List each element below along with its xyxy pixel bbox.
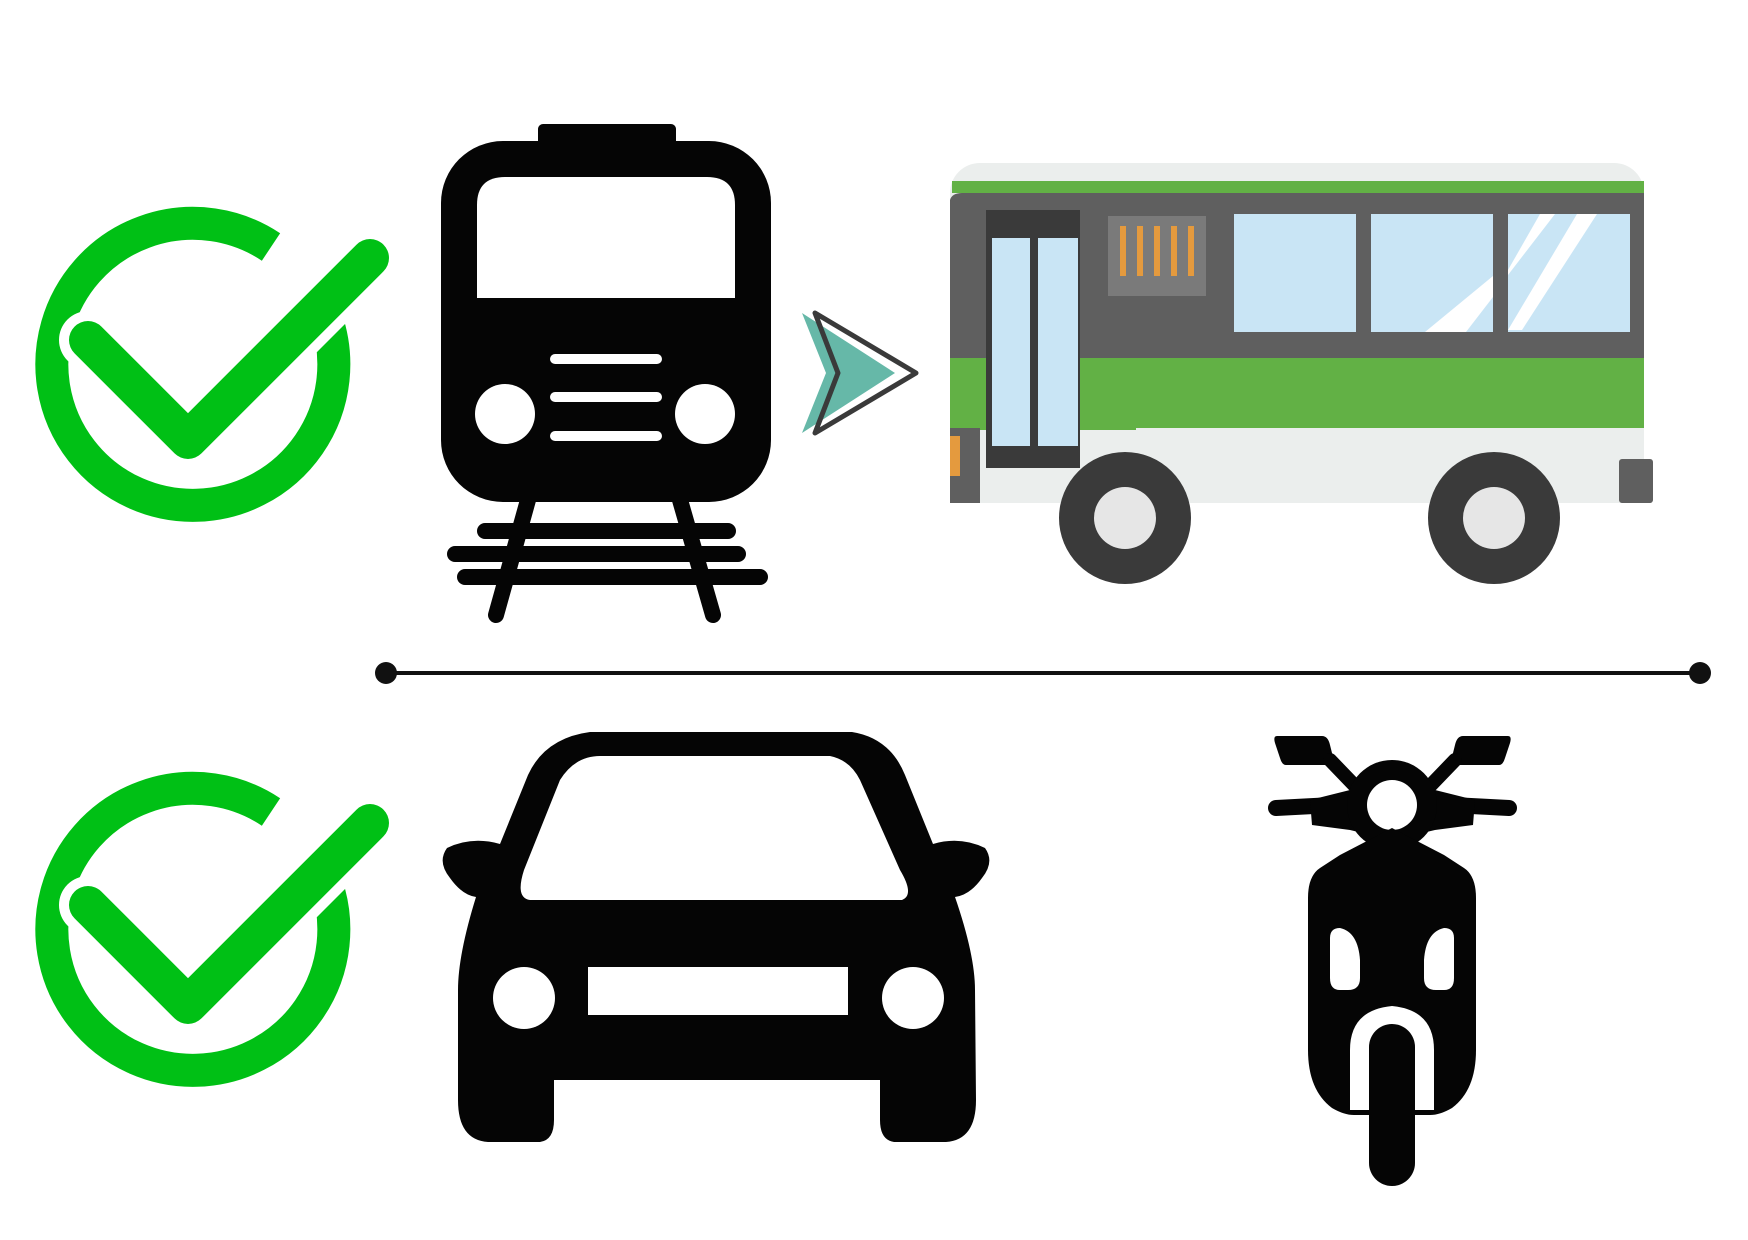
arrow-right-icon (802, 310, 919, 436)
bus-icon (950, 163, 1653, 584)
divider-line (375, 662, 1711, 684)
car-icon (442, 732, 990, 1142)
check-bottom-icon (35, 771, 399, 1087)
train-icon (441, 124, 771, 623)
motorcycle-icon (1268, 736, 1517, 1186)
check-top-icon (35, 206, 399, 522)
